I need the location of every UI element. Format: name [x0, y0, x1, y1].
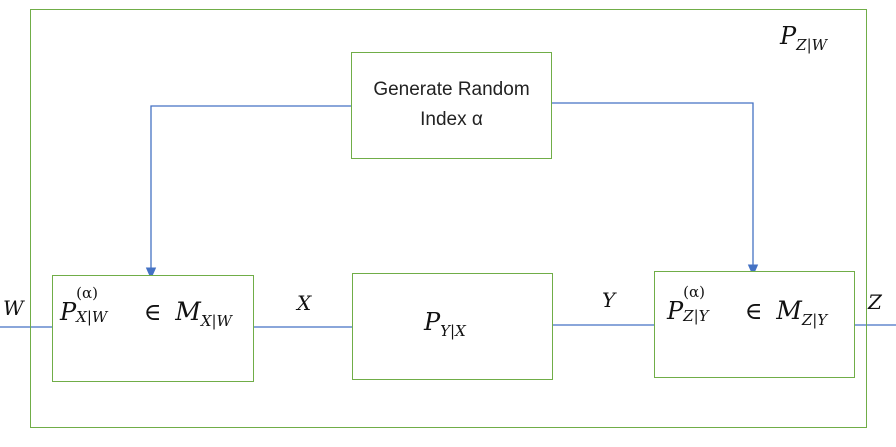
random-to-decoder-arrow [551, 102, 759, 277]
signal-z-label: Z [868, 290, 882, 314]
random-to-encoder-arrow [145, 105, 352, 280]
random-index-box: Generate Random Index α [351, 52, 552, 159]
signal-w-label: W [3, 296, 24, 320]
outer-system-label: PZ|W [780, 22, 828, 54]
decoder-label: P(α)Z|Y ∈ MZ|Y [667, 283, 828, 329]
encoder-label: P(α)X|W ∈ MX|W [60, 284, 232, 330]
signal-x-label: X [297, 291, 312, 315]
signal-y-label: Y [602, 288, 616, 312]
channel-box [352, 273, 553, 380]
random-index-line2: Index α [420, 109, 483, 130]
outer-system-box [30, 9, 867, 428]
random-index-line1: Generate Random [373, 79, 530, 100]
encoder-box [52, 275, 254, 382]
channel-label: PY|X [424, 308, 466, 340]
decoder-box [654, 271, 855, 378]
